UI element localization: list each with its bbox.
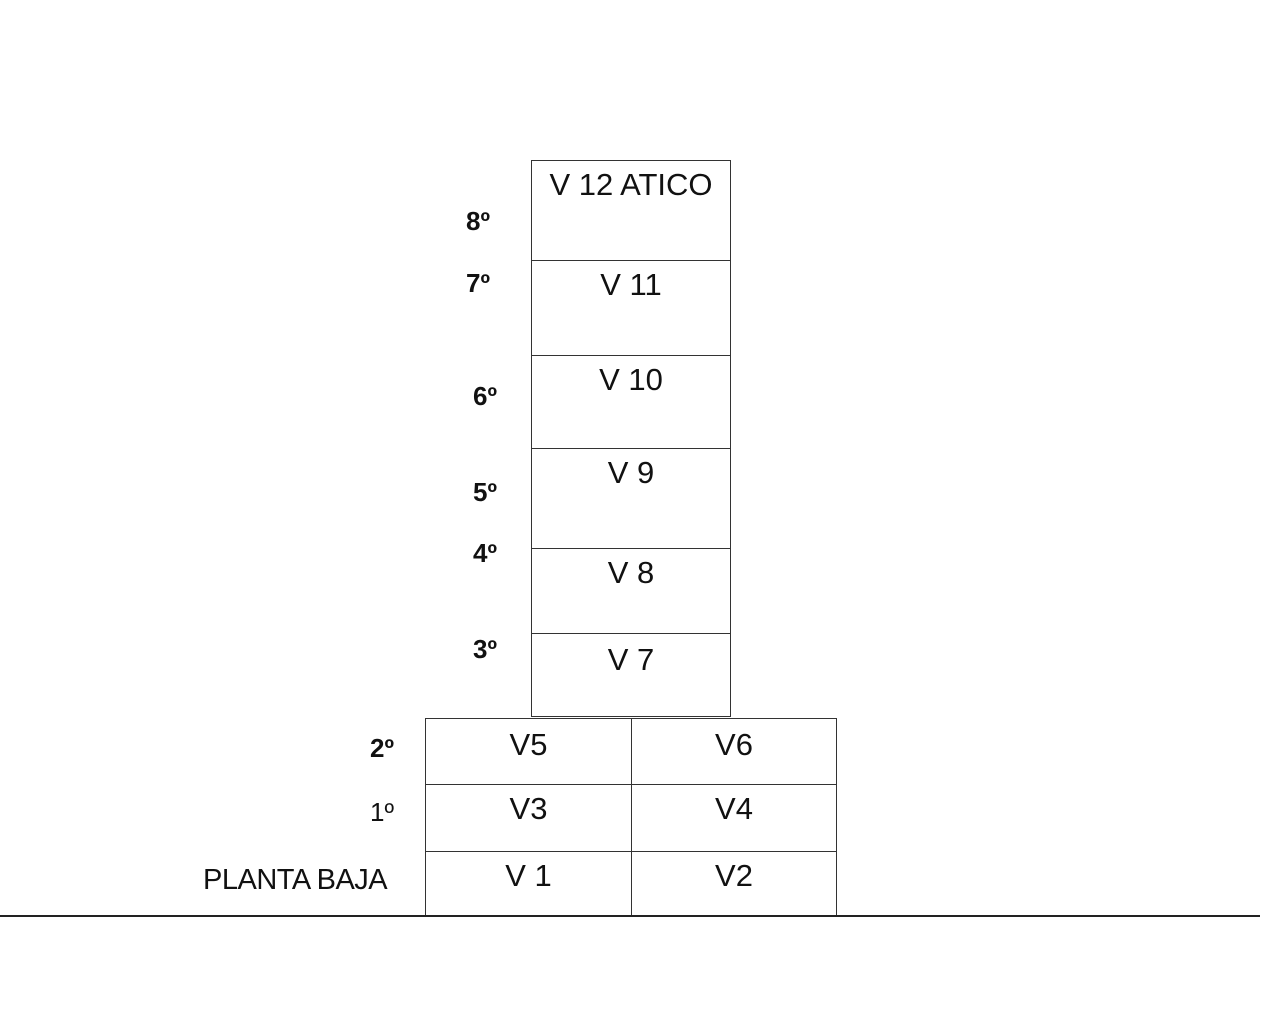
floor-label-7: 7º [466,268,490,298]
unit-v2: V2 [631,851,837,917]
unit-v4: V4 [631,784,837,852]
unit-v7: V 7 [531,633,731,717]
unit-v1: V 1 [425,851,632,917]
unit-v3: V3 [425,784,632,852]
unit-label: V6 [715,727,753,762]
unit-v8: V 8 [531,548,731,634]
floor-label-2: 2º [370,733,394,763]
floor-label-6: 6º [473,381,497,411]
floor-label-5: 5º [473,477,497,507]
unit-label: V3 [509,791,548,826]
unit-label: V 10 [599,362,663,397]
unit-v11: V 11 [531,260,731,356]
unit-v10: V 10 [531,355,731,449]
unit-v5: V5 [425,718,632,785]
unit-label: V5 [509,727,548,762]
floor-label-ground: PLANTA BAJA [203,864,388,896]
unit-label: V 1 [505,858,552,893]
unit-label: V 11 [600,267,662,302]
unit-v9: V 9 [531,448,731,549]
floor-label-8: 8º [466,206,490,236]
floor-label-1: 1º [370,797,394,827]
ground-line [0,915,1260,917]
unit-label: V4 [715,791,753,826]
unit-label: V 12 ATICO [549,167,713,202]
floor-label-4: 4º [473,538,497,568]
unit-label: V2 [715,858,753,893]
unit-v6: V6 [631,718,837,785]
unit-label: V 9 [607,455,655,490]
unit-label: V 7 [607,642,655,677]
unit-label: V 8 [607,555,655,590]
unit-v12: V 12 ATICO [531,160,731,261]
floor-label-3: 3º [473,634,497,664]
